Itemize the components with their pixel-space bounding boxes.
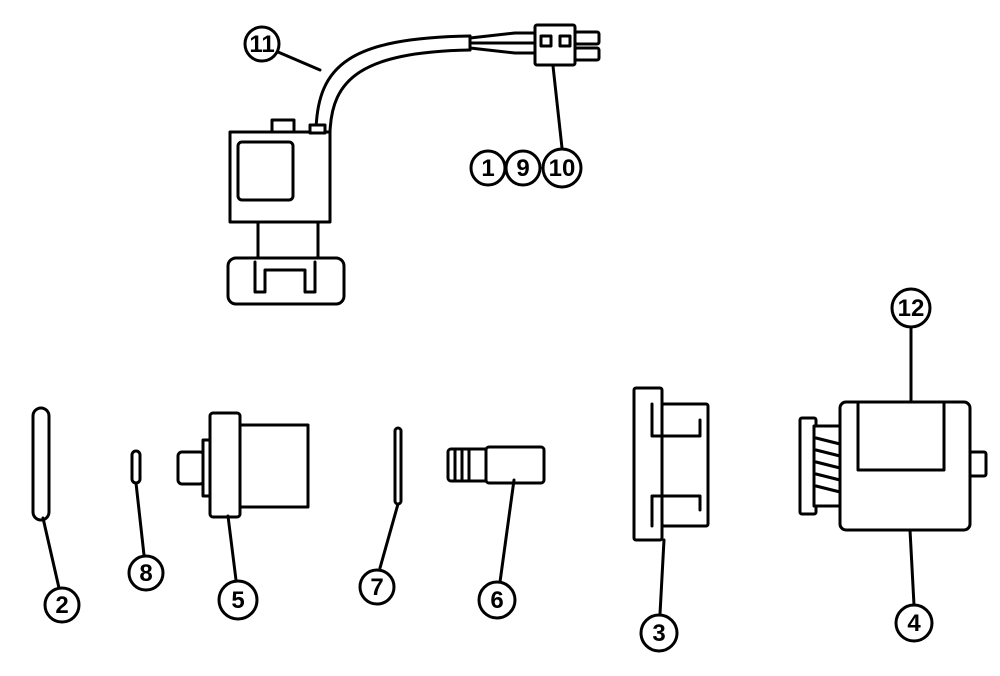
cable [314, 31, 537, 134]
callout-7: 7 [358, 568, 396, 606]
callout-12-label: 12 [898, 295, 925, 322]
callout-7-label: 7 [370, 574, 383, 601]
valve-body [176, 411, 310, 519]
callout-1: 1 [469, 149, 507, 187]
o-ring-large [31, 406, 51, 522]
connector [533, 23, 601, 67]
solenoid-valve-assembly [226, 23, 601, 306]
spring [393, 426, 403, 506]
callout-9: 9 [504, 149, 542, 187]
callout-5-label: 5 [231, 587, 244, 614]
leader-lines [41, 50, 916, 616]
callout-9-label: 9 [516, 155, 529, 182]
callout-10: 10 [541, 147, 583, 189]
callout-12: 12 [890, 287, 932, 329]
callout-8-label: 8 [139, 560, 152, 587]
plunger [446, 445, 546, 485]
callout-4-label: 4 [907, 610, 921, 637]
callout-11: 11 [243, 25, 281, 63]
callout-10-label: 10 [549, 155, 576, 182]
callout-2-label: 2 [55, 592, 68, 619]
callout-4: 4 [894, 603, 934, 643]
callout-5: 5 [217, 579, 259, 621]
callout-6-label: 6 [490, 587, 503, 614]
coil [798, 400, 988, 532]
o-ring-small [130, 449, 142, 485]
callout-1-label: 1 [481, 155, 494, 182]
callout-3-label: 3 [652, 620, 665, 647]
callout-11-label: 11 [249, 31, 274, 58]
callout-6: 6 [477, 580, 517, 620]
retaining-clip [632, 386, 710, 542]
callout-8: 8 [127, 554, 165, 592]
callout-3: 3 [639, 613, 679, 653]
callout-2: 2 [43, 586, 81, 624]
